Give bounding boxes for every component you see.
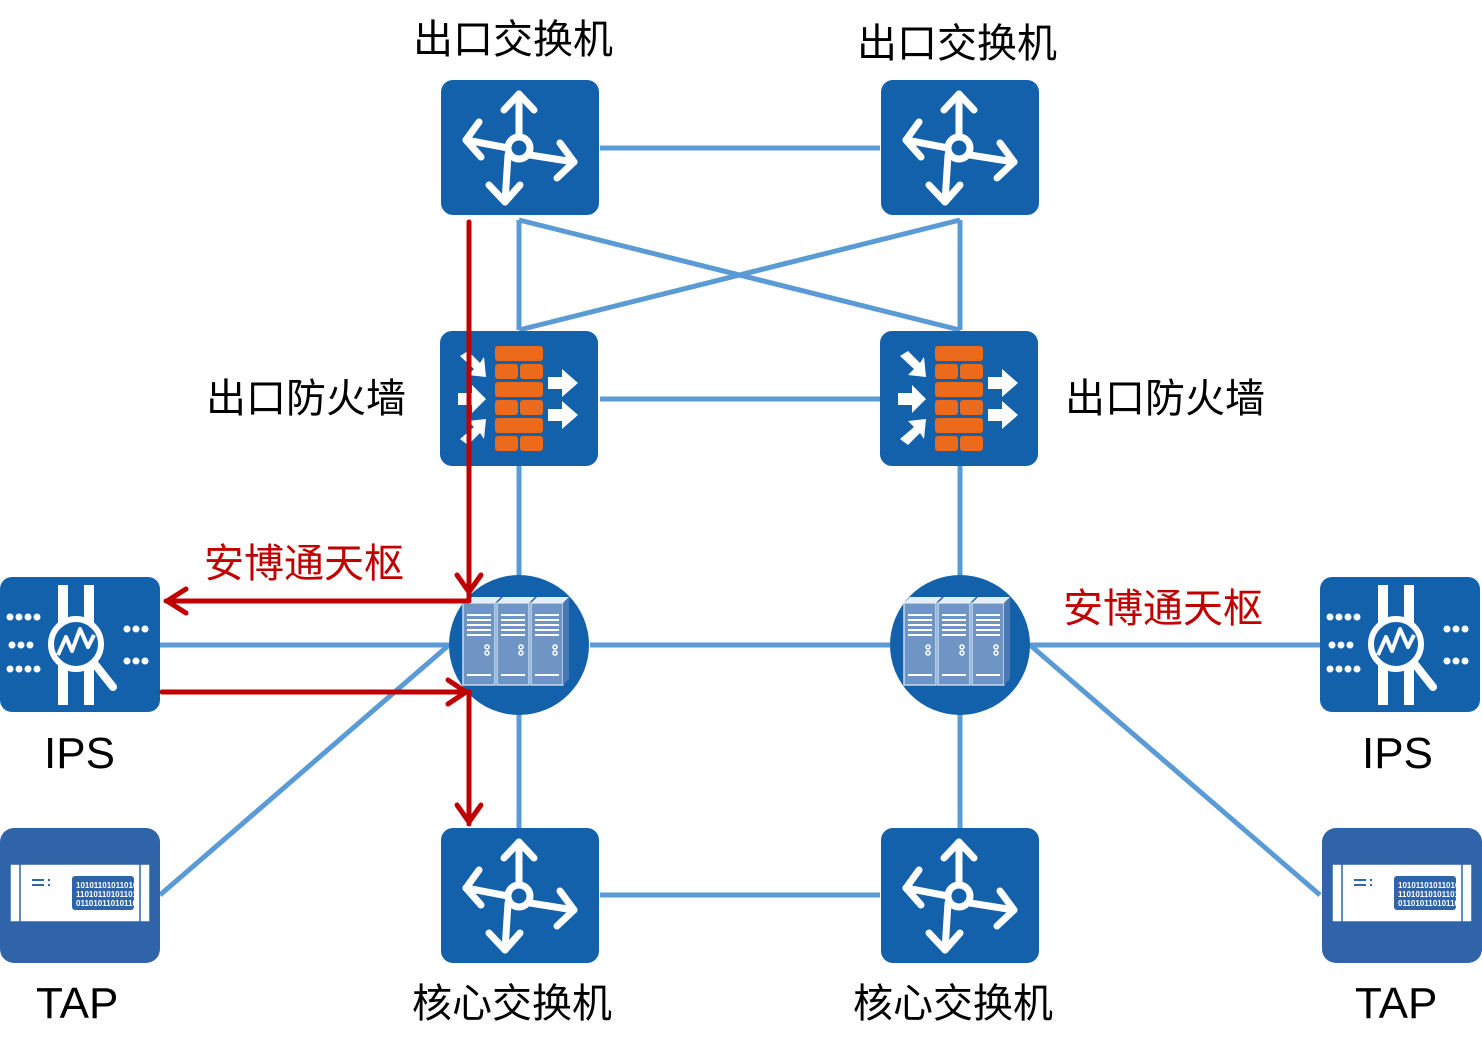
tap-left-screen: 10101101011010 11010110101101 0110101101… <box>76 881 138 908</box>
link-esw-right-to-fw-left <box>518 217 961 333</box>
egress-firewall-left-icon[interactable] <box>440 331 598 466</box>
flow-arrowhead-down-1 <box>454 572 484 595</box>
core-switch-left-icon[interactable] <box>441 828 599 963</box>
ips-left-icon[interactable] <box>0 577 160 712</box>
tap-screen-line: 10101101011010 <box>1398 881 1460 890</box>
label-egress-switch-left: 出口交换机 <box>413 17 613 63</box>
label-tap-right: TAP <box>1355 979 1438 1028</box>
label-egress-switch-right: 出口交换机 <box>857 21 1057 67</box>
tap-screen-line: 01101011010110 <box>1398 899 1460 908</box>
egress-switch-left-icon[interactable] <box>441 80 599 215</box>
label-egress-firewall-left: 出口防火墙 <box>206 376 406 422</box>
label-egress-firewall-right: 出口防火墙 <box>1065 376 1265 422</box>
ips-right-icon[interactable] <box>1320 577 1480 712</box>
egress-firewall-right-icon[interactable] <box>880 331 1038 466</box>
tap-screen-line: 10101101011010 <box>76 881 138 890</box>
tianshu-right-server-icon[interactable] <box>889 574 1031 716</box>
tap-screen-line: 01101011010110 <box>76 899 138 908</box>
link-tap-left <box>158 643 451 897</box>
blue-links <box>158 145 1322 898</box>
label-tianshu-left: 安博通天枢 <box>204 541 404 587</box>
flow-arrowhead-down-2 <box>454 802 484 825</box>
red-flow <box>159 219 484 827</box>
label-ips-right: IPS <box>1362 729 1433 778</box>
label-tap-left: TAP <box>36 979 119 1028</box>
label-tianshu-right: 安博通天枢 <box>1063 586 1263 632</box>
tap-right-screen: 10101101011010 11010110101101 0110101101… <box>1398 881 1460 908</box>
core-switch-right-icon[interactable] <box>881 828 1039 963</box>
label-core-switch-right: 核心交换机 <box>853 981 1053 1027</box>
egress-switch-right-icon[interactable] <box>881 80 1039 215</box>
label-ips-left: IPS <box>44 729 115 778</box>
link-tap-right <box>1028 643 1322 897</box>
label-core-switch-left: 核心交换机 <box>412 981 612 1027</box>
tap-screen-line: 11010110101101 <box>76 890 138 899</box>
flow-arrowhead-left <box>164 586 189 616</box>
tap-screen-line: 11010110101101 <box>1398 890 1460 899</box>
flow-arrowhead-right <box>445 677 469 707</box>
